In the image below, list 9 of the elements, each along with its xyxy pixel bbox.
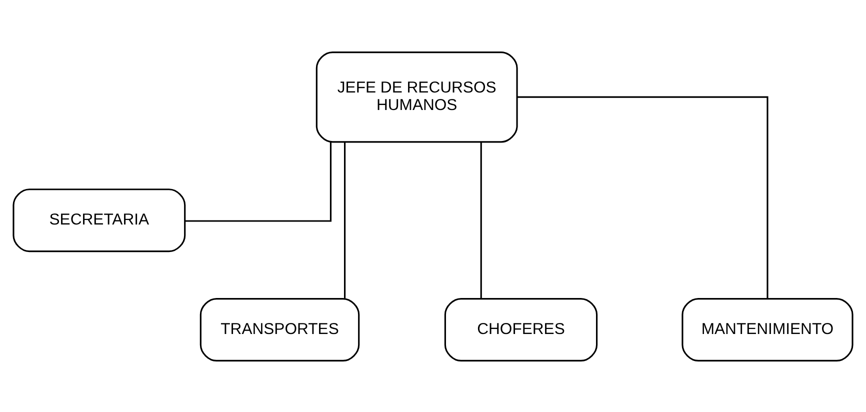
node-box: SECRETARIA <box>12 188 186 252</box>
connector <box>480 141 482 298</box>
node-box: CHOFERES <box>444 297 598 362</box>
connector <box>344 141 346 298</box>
node-box: JEFE DE RECURSOS HUMANOS <box>316 50 518 142</box>
node-box: TRANSPORTES <box>200 297 360 362</box>
connector <box>185 142 332 222</box>
connector <box>517 96 768 298</box>
node-box: MANTENIMIENTO <box>682 297 854 362</box>
